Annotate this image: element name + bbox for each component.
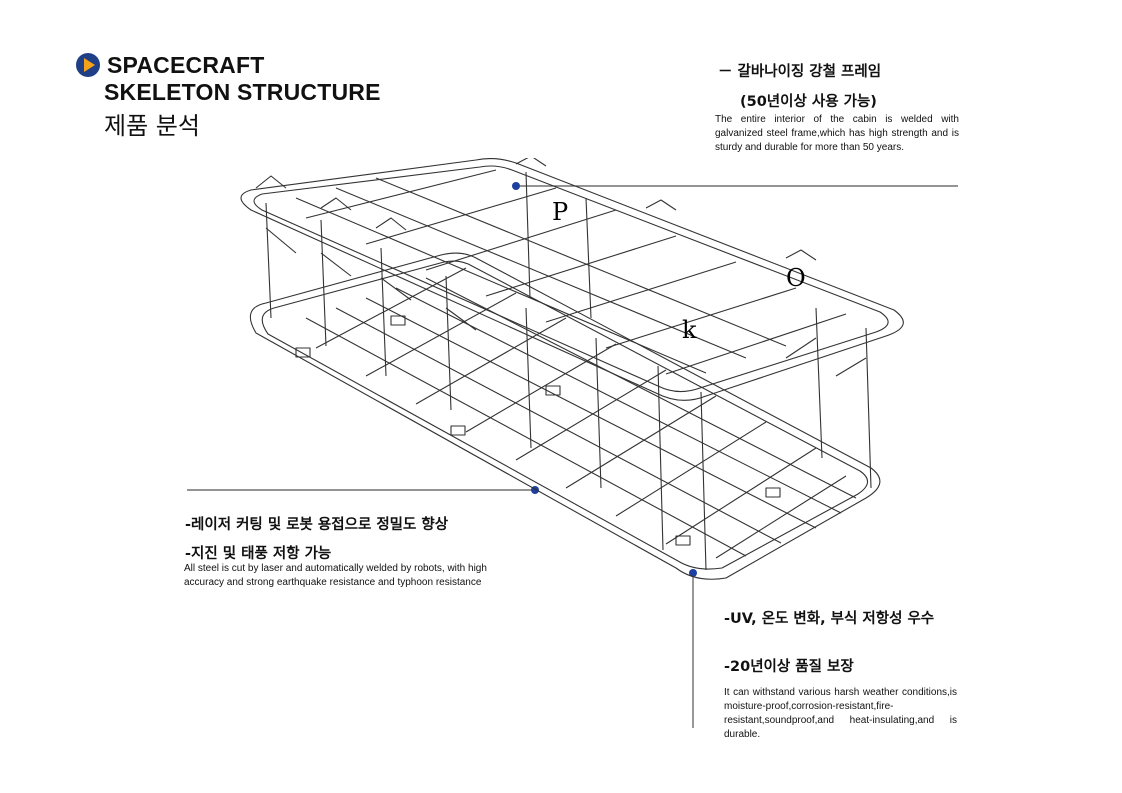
callout-left-body: All steel is cut by laser and automatica… xyxy=(184,563,487,588)
floor-frame-inner xyxy=(261,260,869,570)
roof-frame-outer xyxy=(240,158,904,401)
callout-bottom-heading1: -UV, 온도 변화, 부식 저항성 우수 xyxy=(724,611,935,627)
page-title-line2: SKELETON STRUCTURE xyxy=(104,79,381,105)
leader-dot-bottom xyxy=(689,569,697,577)
roof-frame-inner xyxy=(253,165,889,393)
diagram-label-k: k xyxy=(682,316,697,344)
callout-left-heading2: -지진 및 태풍 저항 가능 xyxy=(185,546,332,562)
callout-top-heading2: (50년이상 사용 가능) xyxy=(740,94,877,110)
play-arrow-icon xyxy=(84,58,95,72)
floor-frame-outer xyxy=(249,252,881,580)
leader-dot-top xyxy=(512,182,520,190)
callout-left-heading1: -레이저 커팅 및 로봇 용접으로 정밀도 향상 xyxy=(185,517,449,533)
page-title-line1: SPACECRAFT xyxy=(107,52,265,78)
callout-bottom-body: It can withstand various harsh weather c… xyxy=(724,687,957,740)
diagram-label-o: O xyxy=(786,264,806,292)
diagram-label-p: P xyxy=(552,198,568,226)
callout-bottom-heading2: -20년이상 품질 보장 xyxy=(724,659,854,675)
callout-top-heading1: － 갈바나이징 강철 프레임 xyxy=(718,64,882,80)
callout-top-body: The entire interior of the cabin is weld… xyxy=(715,114,959,153)
page-subtitle: 제품 분석 xyxy=(104,112,200,140)
skeleton-frame-diagram: P O k xyxy=(240,158,904,580)
